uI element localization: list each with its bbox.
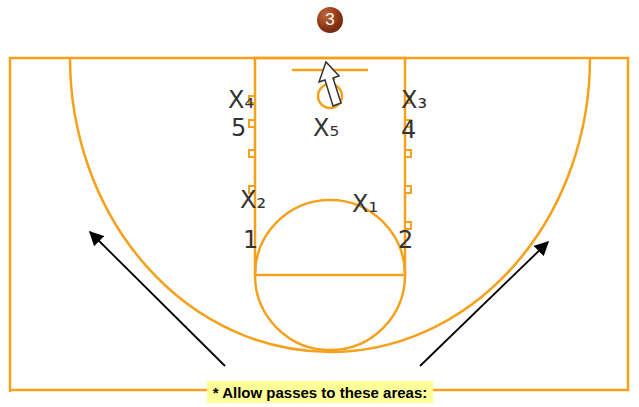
free-throw-lane xyxy=(255,58,405,275)
court-boundary xyxy=(10,58,628,392)
pass-area-arrow xyxy=(90,232,225,366)
defender-label: X₅ xyxy=(313,116,339,140)
pass-area-arrow xyxy=(420,242,548,366)
position-number: 4 xyxy=(401,118,416,142)
position-number: 2 xyxy=(398,228,413,252)
defender-label: X₃ xyxy=(401,88,427,112)
pass-arrow xyxy=(319,62,341,106)
court-lines xyxy=(10,58,628,392)
defender-label: X₂ xyxy=(240,188,266,212)
ball-number: 3 xyxy=(325,10,334,30)
position-number: 5 xyxy=(231,116,246,140)
position-number: 1 xyxy=(243,228,258,252)
defender-label: X₁ xyxy=(352,192,378,216)
defender-label: X₄ xyxy=(228,88,254,112)
note-box: * Allow passes to these areas: xyxy=(207,381,434,403)
three-point-arc xyxy=(70,58,590,352)
lane-hash-marks xyxy=(249,96,411,229)
ball-with-number: 3 xyxy=(317,7,343,33)
free-throw-circle xyxy=(255,200,405,350)
note-text: * Allow passes to these areas: xyxy=(213,384,428,401)
